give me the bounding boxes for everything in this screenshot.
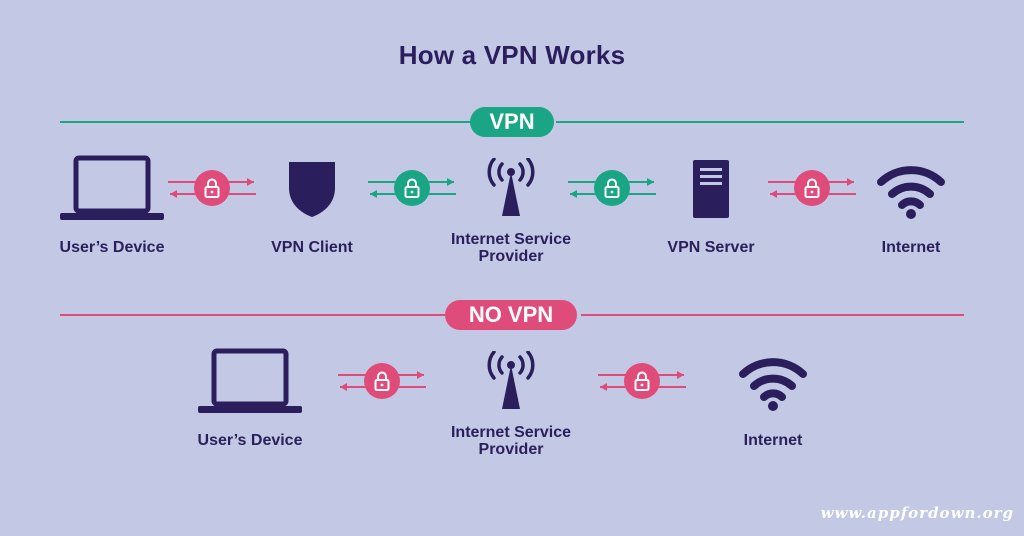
node-label-isp: Internet Service Provider (450, 231, 572, 265)
wifi-icon (876, 160, 946, 220)
novpn-divider-left (60, 314, 445, 316)
node-label-internet: Internet (743, 432, 803, 449)
node-label-isp: Internet Service Provider (450, 424, 572, 458)
encrypted-link-icon (766, 168, 858, 208)
encrypted-link-icon (566, 168, 658, 208)
encrypted-link-icon (366, 168, 458, 208)
vpn-section-badge: VPN (470, 107, 554, 137)
shield-icon (287, 160, 337, 218)
laptop-icon (60, 155, 164, 223)
node-label-vpn-server: VPN Server (667, 239, 755, 256)
antenna-icon (484, 351, 538, 411)
node-label-internet: Internet (881, 239, 941, 256)
server-icon (693, 160, 729, 218)
encrypted-link-icon (596, 361, 688, 401)
laptop-icon (198, 348, 302, 416)
vpn-divider-right (556, 121, 964, 123)
watermark: www.appfordown.org (820, 504, 1014, 522)
encrypted-link-icon (336, 361, 428, 401)
encrypted-link-icon (166, 168, 258, 208)
novpn-section-badge: NO VPN (445, 300, 577, 330)
vpn-divider-left (60, 121, 472, 123)
novpn-divider-right (581, 314, 964, 316)
node-label-users-device: User’s Device (59, 239, 165, 256)
page-title: How a VPN Works (398, 40, 626, 70)
wifi-icon (738, 352, 808, 412)
antenna-icon (484, 158, 538, 218)
node-label-vpn-client: VPN Client (271, 239, 353, 256)
node-label-users-device: User’s Device (197, 432, 303, 449)
